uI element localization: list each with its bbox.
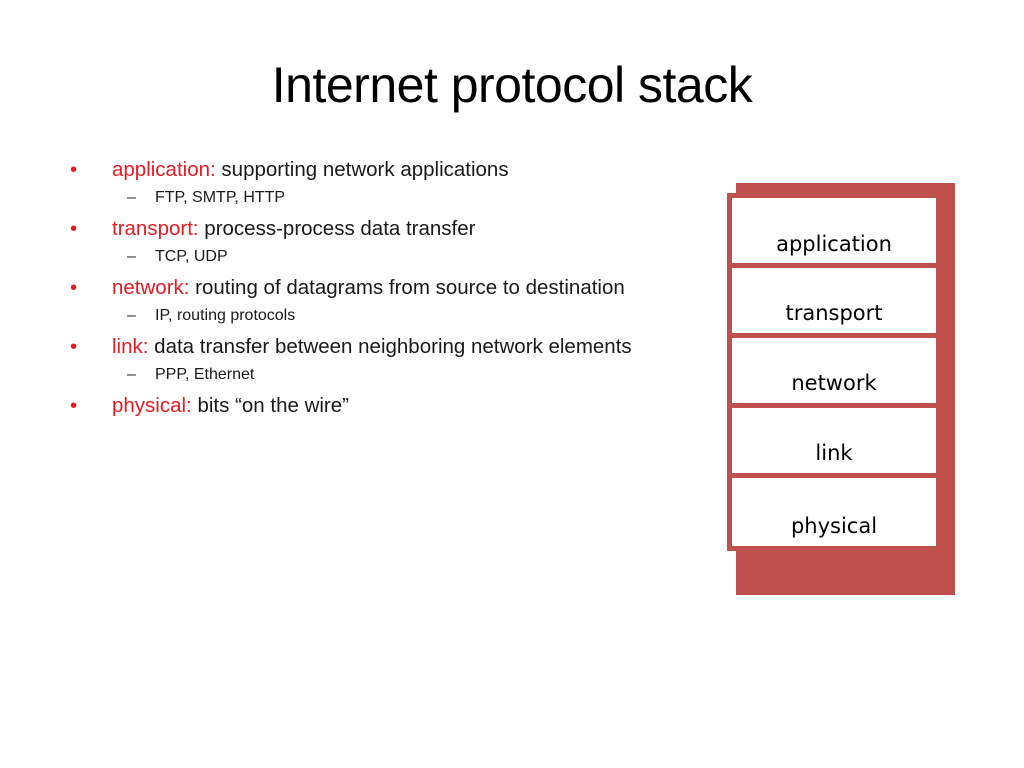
sub-bullet-label: FTP, SMTP, HTTP (155, 189, 286, 206)
bullet-lead-label: physical: (112, 394, 192, 417)
stack-layer-link: link (727, 403, 941, 473)
sub-bullet-label: TCP, UDP (155, 248, 228, 265)
sub-bullet-dash-icon: – (127, 366, 136, 383)
stack-layer-label: transport (785, 301, 883, 325)
stack-layer-label: network (791, 371, 877, 395)
bullet-lead-label: application: (112, 158, 216, 181)
bullet-item-transport: • transport: process-process data transf… (58, 214, 668, 243)
sub-bullet-item-network-0: – IP, routing protocols (58, 302, 668, 329)
bullet-marker-icon: • (70, 394, 78, 417)
bullet-rest-label: routing of datagrams from source to dest… (189, 276, 625, 299)
sub-bullet-label: IP, routing protocols (155, 307, 296, 324)
sub-bullet-item-application-0: – FTP, SMTP, HTTP (58, 184, 668, 211)
sub-bullet-item-link-0: – PPP, Ethernet (58, 361, 668, 388)
bullet-lead-label: transport: (112, 217, 199, 240)
bullet-lead-label: link: (112, 335, 149, 358)
stack-layer-network: network (727, 333, 941, 403)
sub-bullet-item-transport-0: – TCP, UDP (58, 243, 668, 270)
protocol-stack-diagram: application transport network link physi… (727, 183, 955, 600)
stack-layer-application: application (727, 193, 941, 263)
bullet-rest-label: supporting network applications (215, 158, 509, 181)
bullet-item-physical: • physical: bits “on the wire” (58, 391, 668, 420)
sub-bullet-dash-icon: – (127, 189, 136, 206)
stack-layer-physical: physical (727, 473, 941, 551)
bullet-item-application: • application: supporting network applic… (58, 155, 668, 184)
stack-layer-label: physical (790, 514, 878, 538)
bullet-marker-icon: • (70, 217, 78, 240)
bullet-marker-icon: • (70, 158, 78, 181)
bullet-rest-label: data transfer between neighboring networ… (148, 335, 632, 358)
bullet-item-link: • link: data transfer between neighborin… (58, 332, 668, 361)
bullet-rest-label: bits “on the wire” (191, 394, 349, 417)
sub-bullet-dash-icon: – (127, 307, 136, 324)
stack-layer-list: application transport network link physi… (727, 193, 941, 551)
bullet-rest-label: process-process data transfer (198, 217, 476, 240)
sub-bullet-label: PPP, Ethernet (155, 366, 255, 383)
bullet-lead-label: network: (112, 276, 190, 299)
sub-bullet-dash-icon: – (127, 248, 136, 265)
bullet-marker-icon: • (70, 335, 78, 358)
bullet-item-network: • network: routing of datagrams from sou… (58, 273, 668, 302)
stack-layer-label: application (776, 232, 892, 256)
stack-layer-label: link (815, 441, 853, 465)
stack-layer-transport: transport (727, 263, 941, 333)
bullet-list: • application: supporting network applic… (58, 155, 668, 420)
page-title: Internet protocol stack (271, 57, 753, 113)
bullet-marker-icon: • (70, 276, 78, 299)
